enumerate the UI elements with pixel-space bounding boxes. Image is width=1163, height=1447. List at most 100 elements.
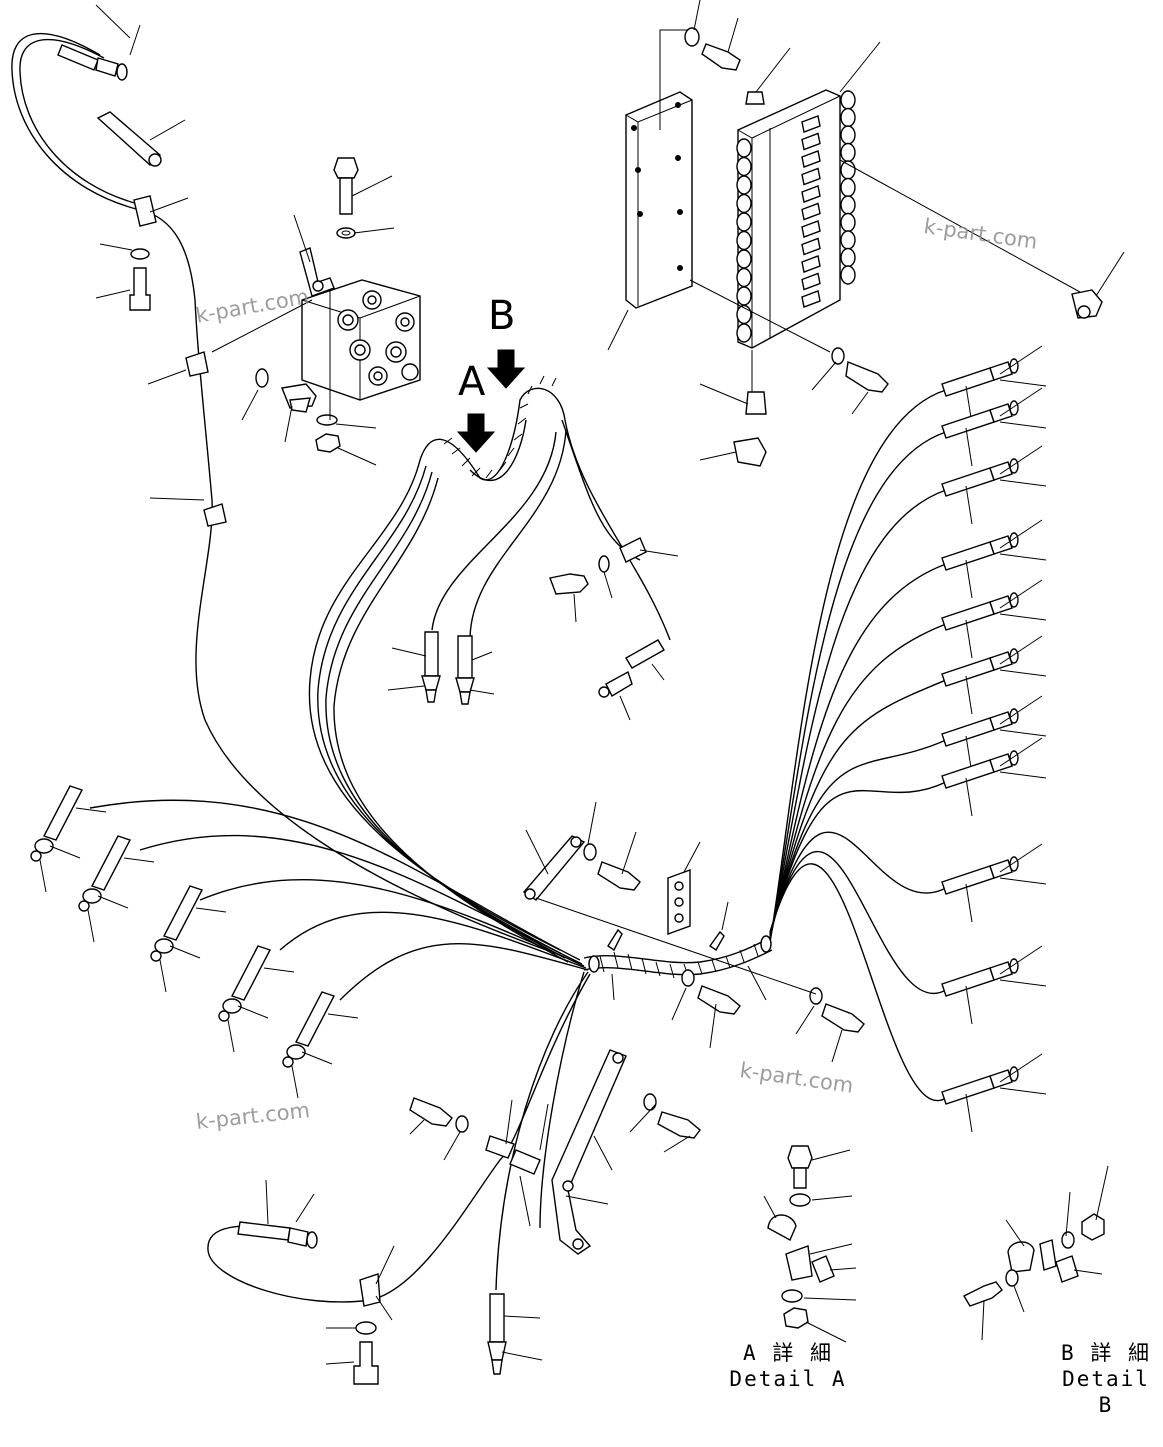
right-harness-wire bbox=[769, 850, 947, 994]
detail-b-parts bbox=[963, 1165, 1109, 1341]
callout-label-a: A bbox=[458, 359, 486, 405]
right-sensor-body bbox=[941, 657, 995, 687]
distributor-port-right bbox=[840, 212, 856, 233]
right-harness-wire bbox=[769, 431, 947, 942]
left-sensor-leader bbox=[87, 909, 95, 943]
left-sensor-tip bbox=[78, 900, 90, 912]
left-sensor-nut bbox=[286, 1044, 306, 1060]
distributor-fitting bbox=[801, 185, 821, 203]
left-sensor-nut bbox=[154, 938, 174, 954]
distributor-port-left bbox=[736, 323, 752, 343]
right-sensor-body bbox=[941, 409, 995, 439]
right-sensor-nut bbox=[989, 1069, 1013, 1089]
right-harness-wire bbox=[769, 781, 947, 936]
right-sensor-2 bbox=[941, 387, 1047, 467]
right-harness-wire bbox=[769, 623, 947, 939]
right-sensor-body bbox=[941, 601, 995, 631]
right-sensor-tip bbox=[1009, 958, 1019, 974]
right-sensor-leader bbox=[999, 553, 1047, 561]
right-sensor-4 bbox=[941, 519, 1047, 599]
right-harness-wire bbox=[769, 739, 947, 937]
distributor-port-right bbox=[840, 265, 856, 285]
clip-left-2 bbox=[185, 351, 209, 377]
distributor-fitting bbox=[801, 167, 821, 186]
detail-a-title-en: Detail A bbox=[729, 1367, 847, 1391]
left-sensor-leader bbox=[301, 1051, 333, 1065]
right-sensor-nut bbox=[989, 961, 1013, 981]
left-sensor-nut bbox=[82, 888, 102, 904]
right-sensor-leader bbox=[965, 485, 973, 525]
right-sensor-tip bbox=[1009, 532, 1019, 548]
right-sensor-nut bbox=[989, 711, 1013, 731]
distributor-port-right bbox=[840, 247, 856, 268]
right-sensor-leader bbox=[999, 613, 1047, 621]
right-sensor-leader bbox=[965, 559, 973, 599]
right-sensor-5 bbox=[941, 579, 1047, 659]
left-sensor-tip bbox=[282, 1056, 294, 1068]
right-sensor-leader bbox=[965, 1093, 973, 1133]
distributor-port-right bbox=[840, 195, 856, 215]
distributor-port-left bbox=[736, 230, 752, 251]
center-loop-harness bbox=[308, 375, 679, 963]
left-sensor-leader bbox=[75, 807, 107, 813]
right-sensor-leader bbox=[999, 1087, 1047, 1095]
distributor-port-left bbox=[736, 267, 752, 288]
left-sensor-leader bbox=[159, 959, 167, 993]
right-sensor-leader bbox=[999, 445, 1043, 475]
distributor-fitting bbox=[801, 150, 821, 168]
right-sensor-6 bbox=[941, 635, 1047, 715]
distributor-port-right bbox=[840, 177, 856, 198]
right-harness-wire bbox=[769, 563, 947, 940]
left-sensor-nut bbox=[34, 838, 54, 854]
bolt-left-1 bbox=[129, 267, 151, 311]
left-sensor-leader bbox=[291, 1065, 299, 1099]
right-sensor-body bbox=[941, 1075, 995, 1105]
distributor-port-left bbox=[736, 138, 752, 158]
lower-harness bbox=[207, 971, 701, 1385]
left-sensor-leader bbox=[169, 945, 201, 959]
left-sensor-body bbox=[231, 945, 271, 1001]
distributor-port-right bbox=[840, 230, 856, 250]
bracket-left-top bbox=[96, 111, 162, 167]
sensor-center-2 bbox=[455, 635, 475, 705]
right-sensor-leader bbox=[999, 737, 1043, 767]
spiral-wrap bbox=[443, 375, 557, 479]
right-sensor-leader bbox=[999, 669, 1047, 677]
right-sensor-leader bbox=[965, 619, 973, 659]
right-sensor-tip bbox=[1009, 750, 1019, 766]
distributor-port-left bbox=[736, 175, 752, 195]
right-sensor-leader bbox=[999, 379, 1047, 387]
left-sensor-5 bbox=[282, 991, 359, 1099]
right-sensor-nut bbox=[989, 595, 1013, 615]
callout-label-b: B bbox=[488, 293, 516, 339]
detail-a-caption: A 詳 細 Detail A bbox=[728, 1340, 848, 1392]
distributor-fitting bbox=[801, 237, 821, 256]
distributor-port-right bbox=[840, 142, 856, 163]
distributor-port-left bbox=[736, 156, 752, 177]
left-sensor-leader bbox=[123, 857, 155, 863]
right-sensor-leader bbox=[999, 387, 1043, 417]
detail-b-title-jp: B 詳 細 bbox=[1061, 1341, 1151, 1365]
sensor-center-3 bbox=[598, 639, 665, 698]
mounting-plate bbox=[607, 29, 693, 351]
left-sensor-tip bbox=[30, 850, 42, 862]
right-sensor-leader bbox=[999, 579, 1043, 609]
clip-left-1 bbox=[133, 195, 157, 227]
right-sensor-leader bbox=[999, 695, 1043, 725]
right-sensor-body bbox=[941, 541, 995, 571]
detail-arrow-b bbox=[486, 349, 526, 389]
grease-distributor-manifold bbox=[736, 89, 856, 349]
right-sensor-leader bbox=[999, 843, 1043, 873]
sensor-top-left bbox=[57, 44, 128, 81]
distributor-fitting bbox=[801, 132, 821, 151]
right-sensor-body bbox=[941, 759, 995, 789]
right-sensor-body bbox=[941, 367, 995, 397]
distributor-fitting bbox=[801, 255, 821, 273]
detail-a-parts bbox=[763, 1145, 857, 1343]
right-harness-wire bbox=[769, 679, 947, 938]
right-sensor-tip bbox=[1009, 400, 1019, 416]
right-sensor-leader bbox=[999, 345, 1043, 375]
right-sensor-tip bbox=[1009, 708, 1019, 724]
right-sensor-leader bbox=[999, 877, 1047, 885]
right-sensor-leader bbox=[965, 427, 973, 467]
